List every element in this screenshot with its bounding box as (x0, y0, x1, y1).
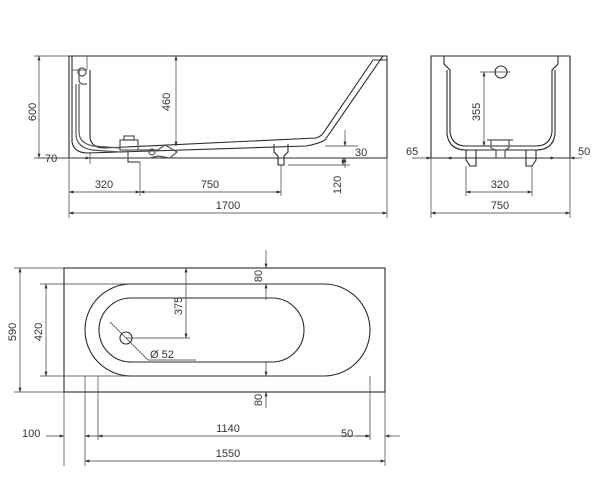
end-view-outline (430, 55, 571, 159)
dim-basin-length: 1140 (216, 423, 240, 435)
side-view-left-wall (72, 56, 88, 71)
dim-overflow-height: 460 (161, 93, 173, 111)
dim-end-leg-spacing: 320 (491, 179, 509, 191)
dim-top-length: 1550 (216, 448, 240, 460)
end-view-leg-left (465, 150, 477, 167)
dim-leg-height: 120 (332, 176, 344, 194)
top-view-basin-floor (98, 297, 305, 363)
dim-top-width: 590 (7, 323, 19, 341)
end-view-drain (487, 139, 513, 158)
dim-end-left-offset: 65 (406, 146, 418, 158)
side-view: 600 460 70 320 750 1700 30 120 (27, 55, 388, 218)
top-view-outline (63, 267, 386, 393)
dim-end-right-offset: 50 (578, 146, 590, 158)
dim-rim-offset: 30 (355, 147, 367, 159)
dim-side-base: 70 (45, 153, 57, 165)
dim-side-length: 1700 (216, 200, 240, 212)
dim-drain-height: 355 (471, 103, 483, 121)
top-view: Ø 52 590 420 375 80 80 100 1140 (7, 250, 400, 466)
waste-overflow-pipework (75, 67, 179, 163)
dim-drain-center: 375 (173, 297, 185, 315)
dim-leg-spacing: 750 (201, 179, 219, 191)
top-view-rim (84, 283, 371, 377)
dim-top-left-offset: 100 (22, 428, 40, 440)
end-view: 355 65 50 320 750 (406, 55, 590, 218)
dim-end-width: 750 (491, 200, 509, 212)
dim-basin-width: 420 (33, 323, 45, 341)
dim-drain-diameter: Ø 52 (150, 349, 174, 361)
dim-side-height: 600 (27, 103, 39, 121)
dim-top-right-offset: 50 (341, 428, 353, 440)
side-view-basin-contour (71, 55, 387, 154)
dim-drain-offset: 320 (95, 179, 113, 191)
dim-rim-top: 80 (253, 270, 265, 282)
dim-rim-bottom: 80 (253, 394, 265, 406)
end-view-basin-contour (443, 56, 559, 151)
